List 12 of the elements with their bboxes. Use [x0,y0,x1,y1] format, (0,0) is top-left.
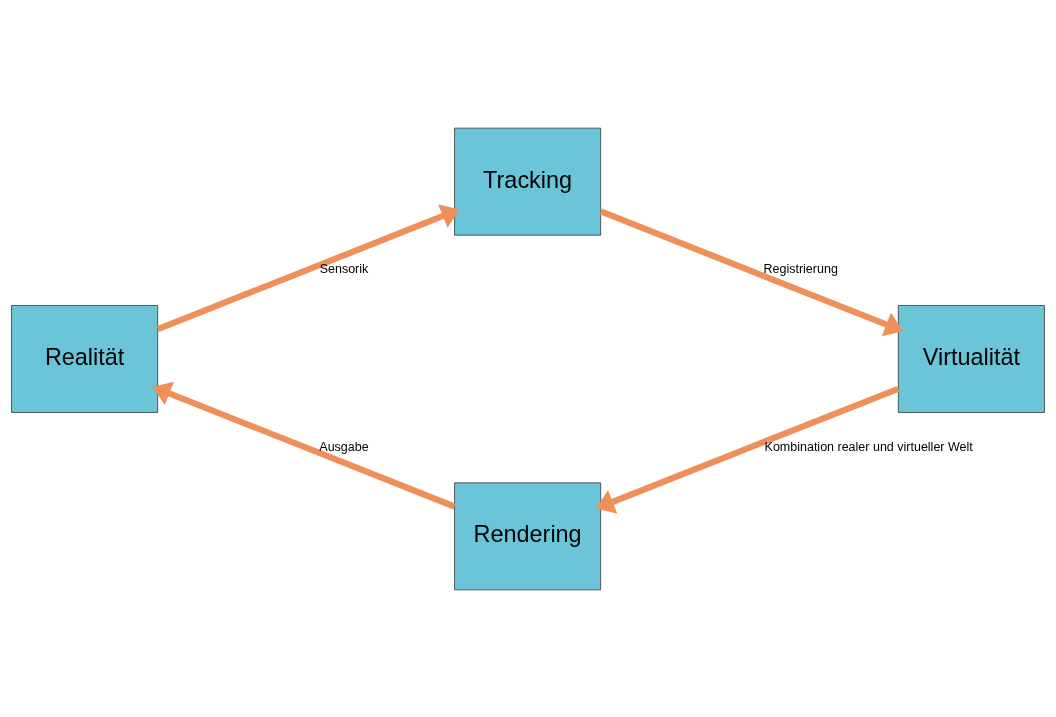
arrow [152,381,456,509]
arrow [595,385,900,514]
arrow [599,208,904,336]
edge-label: Kombination realer und virtueller Welt [764,439,973,454]
node-box: Realität [11,304,159,413]
node-box: Tracking [454,127,602,236]
node-box: Virtualität [897,304,1045,413]
edge-label: Registrierung [763,261,838,276]
arrow [156,203,460,332]
edge-label: Sensorik [319,261,369,276]
node-box: Rendering [454,481,602,590]
edge-label: Ausgabe [319,439,369,454]
